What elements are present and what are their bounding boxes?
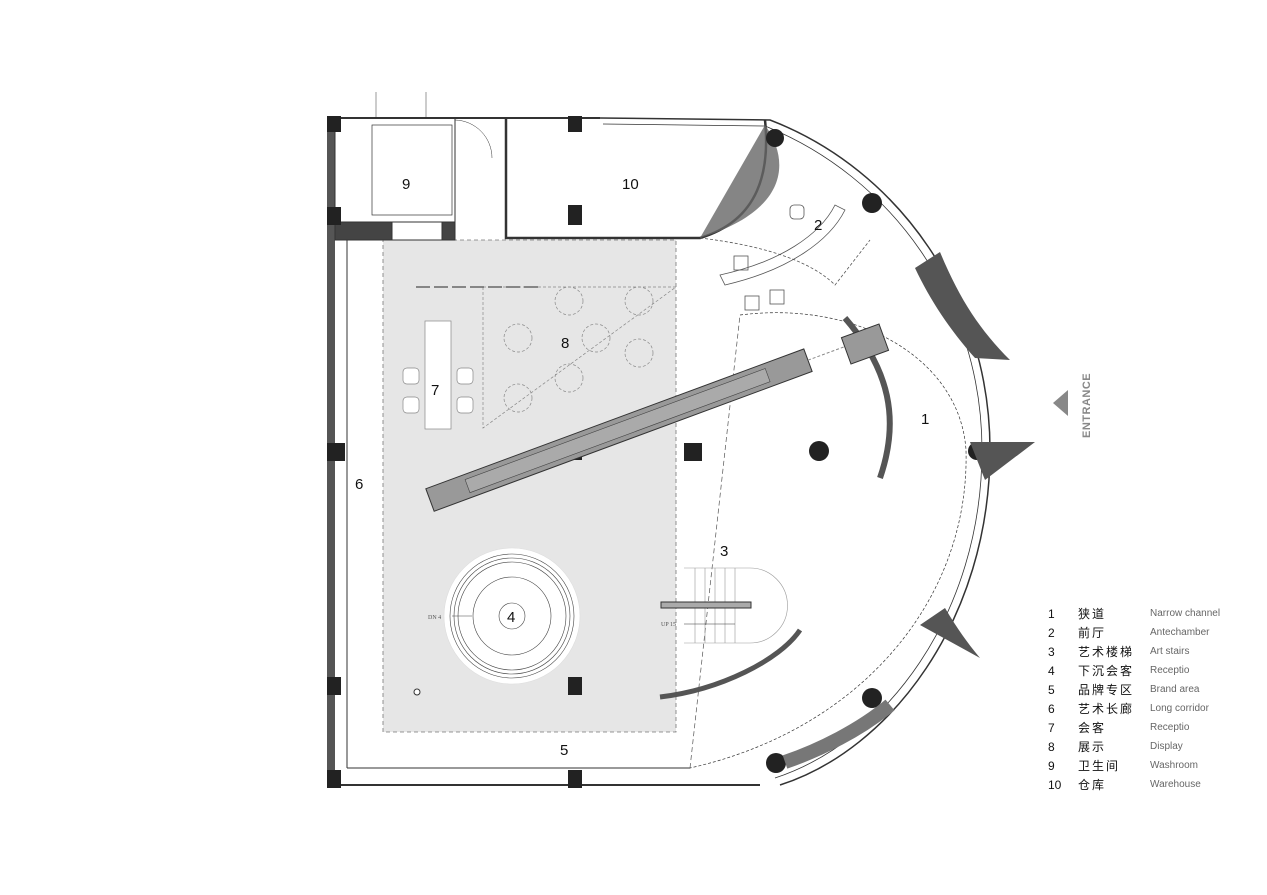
reception-counter <box>699 204 871 311</box>
meeting-table <box>402 320 474 430</box>
legend-num: 6 <box>1048 701 1055 716</box>
legend-en: Receptio <box>1150 722 1190 733</box>
legend-item: 9 卫生间 Washroom <box>1048 756 1220 775</box>
sculpture-block <box>840 323 890 365</box>
legend: 1 狭道 Narrow channel 2 前厅 Antechamber 3 艺术楼梯 Ar… <box>1048 604 1220 794</box>
legend-num: 5 <box>1048 682 1055 697</box>
legend-item: 10 仓库 Warehouse <box>1048 775 1220 794</box>
room-label-3: 3 <box>720 543 728 560</box>
entrance-label: ENTRANCE <box>1081 373 1093 438</box>
legend-num: 4 <box>1048 663 1055 678</box>
legend-cn: 仓库 <box>1078 778 1107 792</box>
legend-cn: 品牌专区 <box>1078 683 1135 697</box>
room-label-7: 7 <box>431 382 439 399</box>
legend-item: 6 艺术长廊 Long corridor <box>1048 699 1220 718</box>
service-rooms <box>334 92 780 241</box>
legend-item: 4 下沉会客 Receptio <box>1048 661 1220 680</box>
legend-num: 2 <box>1048 625 1055 640</box>
legend-item: 7 会客 Receptio <box>1048 718 1220 737</box>
legend-cn: 艺术长廊 <box>1078 702 1135 716</box>
legend-cn: 狭道 <box>1078 607 1107 621</box>
display-tables <box>482 286 678 429</box>
sunken-lounge <box>443 547 581 685</box>
room-label-1: 1 <box>921 411 929 428</box>
legend-cn: 前厅 <box>1078 626 1107 640</box>
room-label-8: 8 <box>561 335 569 352</box>
stair-up-label: UP 15 <box>661 622 676 628</box>
legend-item: 2 前厅 Antechamber <box>1048 623 1220 642</box>
legend-item: 5 品牌专区 Brand area <box>1048 680 1220 699</box>
legend-num: 7 <box>1048 720 1055 735</box>
legend-num: 10 <box>1048 777 1062 792</box>
stair-down-label: DN 4 <box>428 615 441 621</box>
legend-cn: 卫生间 <box>1078 759 1121 773</box>
legend-en: Art stairs <box>1150 646 1190 657</box>
legend-en: Brand area <box>1150 684 1200 695</box>
legend-item: 8 展示 Display <box>1048 737 1220 756</box>
legend-num: 8 <box>1048 739 1055 754</box>
legend-en: Antechamber <box>1150 627 1210 638</box>
legend-cn: 下沉会客 <box>1078 664 1135 678</box>
legend-num: 9 <box>1048 758 1055 773</box>
legend-en: Warehouse <box>1150 779 1201 790</box>
stair-landing-bar <box>660 601 752 609</box>
room-label-10: 10 <box>622 176 639 193</box>
legend-en: Narrow channel <box>1150 608 1221 619</box>
legend-en: Receptio <box>1150 665 1190 676</box>
legend-cn: 会客 <box>1078 721 1107 735</box>
legend-en: Display <box>1150 741 1183 752</box>
legend-item: 1 狭道 Narrow channel <box>1048 604 1220 623</box>
entrance-arrow-icon <box>1053 390 1068 416</box>
legend-item: 3 艺术楼梯 Art stairs <box>1048 642 1220 661</box>
room-label-2: 2 <box>814 217 822 234</box>
legend-cn: 展示 <box>1078 740 1107 754</box>
room-label-4: 4 <box>507 609 515 626</box>
legend-cn: 艺术楼梯 <box>1078 645 1135 659</box>
legend-en: Long corridor <box>1150 703 1209 714</box>
legend-num: 1 <box>1048 606 1055 621</box>
room-label-5: 5 <box>560 742 568 759</box>
room-label-9: 9 <box>402 176 410 193</box>
legend-num: 3 <box>1048 644 1055 659</box>
room-label-6: 6 <box>355 476 363 493</box>
facade-fins <box>915 252 1035 658</box>
legend-en: Washroom <box>1150 760 1198 771</box>
